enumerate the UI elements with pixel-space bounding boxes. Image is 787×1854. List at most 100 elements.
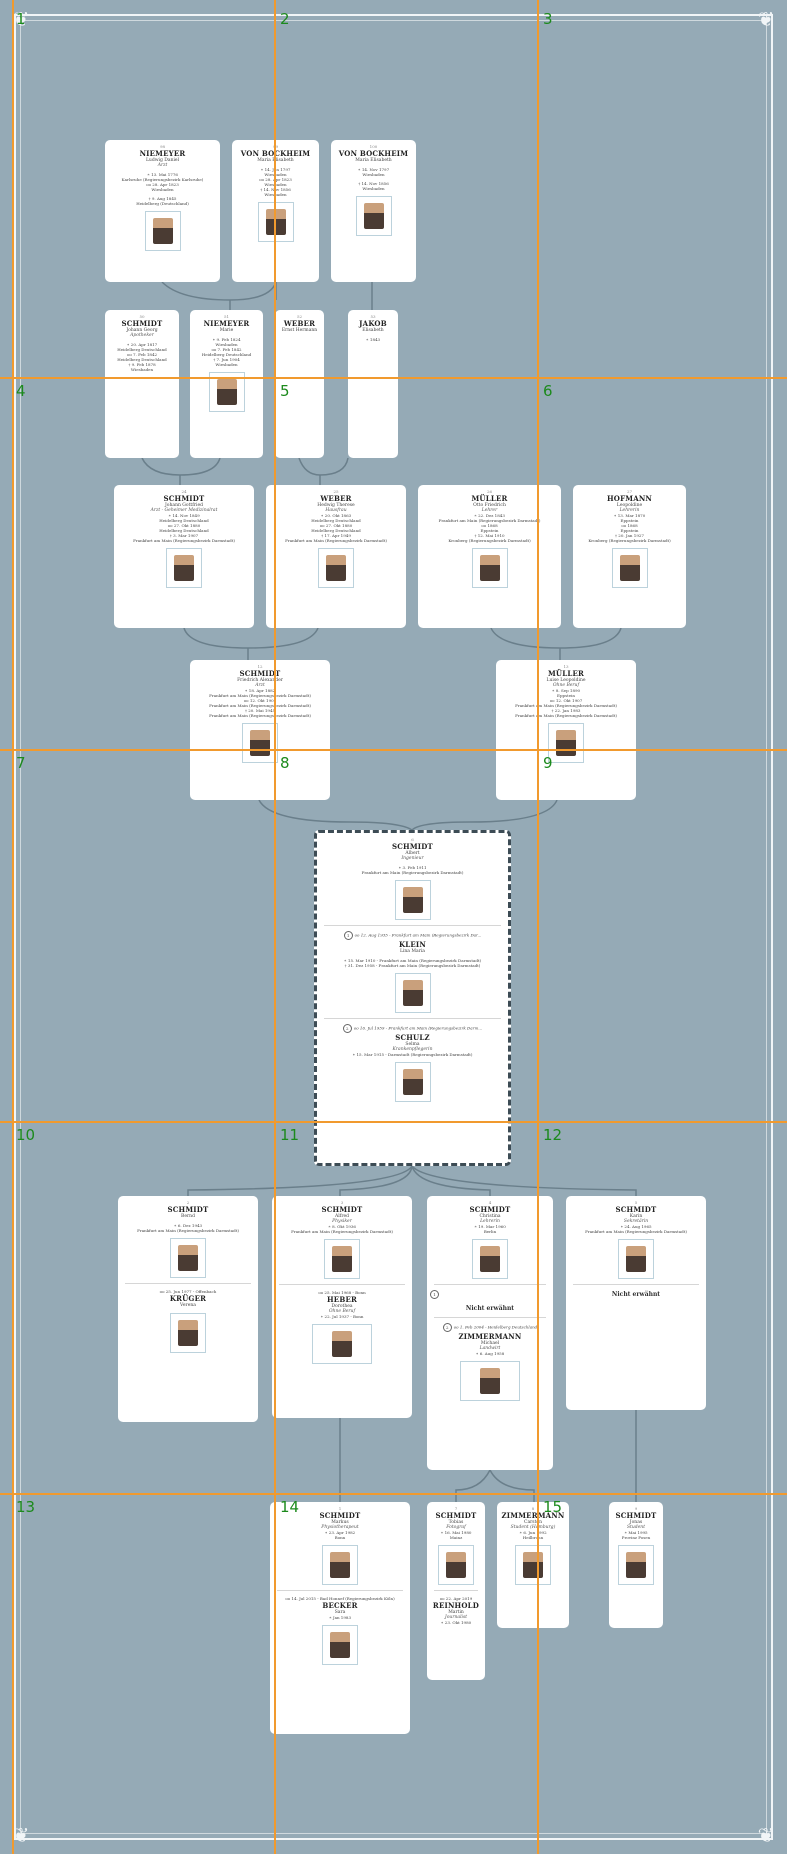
person-occupation: Arzt	[157, 163, 168, 168]
grid-label: 4	[16, 382, 26, 400]
person-number: 13	[563, 664, 569, 669]
grid-label: 10	[16, 1126, 36, 1144]
person-card[interactable]: 100 VON BOCKHEIM Maria Elisabeth ∗ 14. N…	[331, 140, 416, 282]
birth-date: ∗ 8. Sep 1890	[551, 688, 581, 693]
birth-date: ∗ 23. Apr 1982	[324, 1530, 356, 1535]
grid-label: 7	[16, 754, 26, 772]
birth-place: Eppstein	[620, 518, 639, 523]
person-number: 100	[369, 144, 378, 149]
spouse-given-name: Michael	[480, 1341, 500, 1346]
person-occupation: Ohne Beruf	[552, 683, 580, 688]
person-photo	[472, 1239, 508, 1279]
birth-date: ∗ 22. Dez 1843	[474, 513, 505, 518]
person-card[interactable]: 50 SCHMIDT Johann Georg Apotheker ∗ 20. …	[105, 310, 179, 458]
person-occupation: Physiker	[332, 1219, 352, 1224]
marriage-number-icon: 2	[342, 1024, 352, 1033]
death-place: Kronberg (Regierungsbezirk Darmstadt)	[588, 538, 671, 543]
person-photo	[322, 1545, 358, 1585]
birth-date: ∗ 20. Apr 1817	[126, 342, 158, 347]
person-photo	[166, 548, 202, 588]
birth-date: ∗ 14. Nov 1849	[168, 513, 200, 518]
person-card[interactable]: 25 WEBER Hedwig Therese Hausfrau ∗ 20. O…	[266, 485, 406, 628]
spouse-birth: ∗ Jan 1983	[328, 1615, 351, 1620]
person-card[interactable]: 5 SCHMIDT Karin Sekretärin ∗ 24. Aug 196…	[566, 1196, 706, 1410]
person-card[interactable]: 26 MÜLLER Otto Friedrich Lehrer ∗ 22. De…	[418, 485, 561, 628]
marriage-place: Heidelberg Deutschland	[201, 352, 252, 357]
person-card[interactable]: 1 SCHMIDT Markus Physiotherapeut ∗ 23. A…	[270, 1502, 410, 1734]
person-surname: SCHMIDT	[239, 669, 281, 678]
marriage-event: 1	[430, 1290, 550, 1299]
death-place: Frankfurt am Main (Regierungsbezirk Darm…	[515, 713, 617, 718]
marriage-date: oo 28. Apr 1823	[146, 182, 179, 187]
marriage-date: oo 12. Okt 1907	[549, 698, 583, 703]
person-card[interactable]: 9 SCHMIDT Jonas Student ∗ Mai 1995 Provi…	[609, 1502, 663, 1628]
person-given-name: Ernst Hermann	[281, 328, 318, 333]
birth-place: Frankfurt am Main (Regierungsbezirk Darm…	[291, 1229, 393, 1234]
person-occupation: Sekretärin	[623, 1219, 649, 1224]
spouse-death: † 31. Dez 1958 - Frankfurt am Main (Regi…	[344, 963, 481, 968]
root-person-card[interactable]: 6 SCHMIDT Albert Ingenieur ∗ 3. Feb 1911…	[314, 830, 511, 1166]
spouse-given-name: Lina Maria	[399, 949, 425, 954]
death-date: † 9. Aug 1845	[148, 196, 177, 201]
person-number: 7	[454, 1506, 458, 1511]
person-occupation: Hausfrau	[325, 508, 347, 513]
person-surname: VON BOCKHEIM	[338, 149, 409, 158]
person-given-name: Otto Friedrich	[473, 503, 506, 508]
person-card[interactable]: 12 SCHMIDT Friedrich Alexander Arzt ∗ 18…	[190, 660, 330, 800]
person-number: 12	[257, 664, 263, 669]
grid-label: 8	[280, 754, 290, 772]
person-card[interactable]: 52 WEBER Ernst Hermann	[275, 310, 324, 458]
person-number: 9	[634, 1506, 638, 1511]
person-surname: SCHMIDT	[392, 842, 433, 851]
death-date: † 12. Mai 1910	[474, 533, 505, 538]
person-card[interactable]: 24 SCHMIDT Johann Gottfried Arzt - Gehei…	[114, 485, 254, 628]
person-card[interactable]: 8 ZIMMERMANN Carsten Student (Hamburg) ∗…	[497, 1502, 569, 1628]
birth-place: Heidelberg Deutschland	[159, 518, 209, 523]
birth-place: Heilbronn	[522, 1535, 544, 1540]
marriage-number-icon: 1	[430, 1290, 439, 1299]
person-card[interactable]: 2 SCHMIDT Bernd ∗ 6. Dez 1943 Frankfurt …	[118, 1196, 258, 1422]
death-place: Frankfurt am Main (Regierungsbezirk Darm…	[285, 538, 387, 543]
divider	[434, 1284, 546, 1285]
marriage-event: oo 14. Jul 2015 - Bad Honnef (Regierungs…	[285, 1596, 395, 1601]
birth-place: Berlin	[483, 1229, 497, 1234]
person-card[interactable]: 53 JAKOB Elisabeth ∗ 1843	[348, 310, 398, 458]
spouse-surname: REINHOLD	[432, 1601, 480, 1610]
person-given-name: Friedrich Alexander	[237, 678, 283, 683]
birth-place: Karlsruhe (Regierungsbezirk Karlsruhe)	[121, 177, 204, 182]
person-card[interactable]: 13 MÜLLER Luise Leopoldine Ohne Beruf ∗ …	[496, 660, 636, 800]
birth-date: ∗ 3. Feb 1911	[398, 865, 427, 870]
marriage-text: oo 16. Jul 1959 - Frankfurt am Main (Reg…	[353, 1025, 483, 1031]
spouse-surname: KRÜGER	[169, 1294, 207, 1303]
person-photo	[618, 1545, 654, 1585]
person-surname: SCHMIDT	[163, 494, 205, 503]
spouse-photo	[322, 1625, 358, 1665]
person-number: 53	[370, 314, 376, 319]
spouse-surname: BECKER	[322, 1601, 358, 1610]
person-surname: HOFMANN	[606, 494, 653, 503]
birth-place: Frankfurt am Main (Regierungsbezirk Darm…	[137, 1228, 239, 1233]
person-given-name: Ludwig Daniel	[145, 158, 180, 163]
divider	[324, 925, 501, 926]
person-card[interactable]: 51 NIEMEYER Marie ∗ 9. Feb 1824 Wiesbade…	[190, 310, 263, 458]
birth-date: ∗ 13. Mar 1870	[613, 513, 646, 518]
person-card[interactable]: 27 HOFMANN Leopoldine Lehrerin ∗ 13. Mar…	[573, 485, 686, 628]
person-card[interactable]: 98 NIEMEYER Ludwig Daniel Arzt ∗ 13. Mai…	[105, 140, 220, 282]
spouse-photo	[170, 1313, 206, 1353]
death-place: Wiesbaden	[130, 367, 154, 372]
marriage-place: Frankfurt am Main (Regierungsbezirk Darm…	[515, 703, 617, 708]
marriage-text: oo 1. Feb 2004 - Heidelberg Deutschland	[453, 1324, 538, 1330]
person-card[interactable]: 3 SCHMIDT Alfred Physiker ∗ 8. Okt 1936 …	[272, 1196, 412, 1418]
person-number: 50	[139, 314, 145, 319]
spouse-photo	[394, 1062, 431, 1102]
person-card[interactable]: 7 SCHMIDT Tobias Fotograf ∗ 16. Mai 1980…	[427, 1502, 485, 1680]
birth-date: ∗ 6. Dez 1943	[173, 1223, 203, 1228]
birth-date: ∗ 19. Mar 1960	[474, 1224, 506, 1229]
person-number: 52	[296, 314, 303, 319]
spouse-given-name: Sara	[334, 1610, 346, 1615]
person-photo	[144, 211, 181, 251]
birth-place: Frankfurt am Main (Regierungsbezirk Darm…	[585, 1229, 687, 1234]
person-card[interactable]: 4 SCHMIDT Christina Lehrerin ∗ 19. Mar 1…	[427, 1196, 553, 1470]
person-photo	[318, 548, 354, 588]
